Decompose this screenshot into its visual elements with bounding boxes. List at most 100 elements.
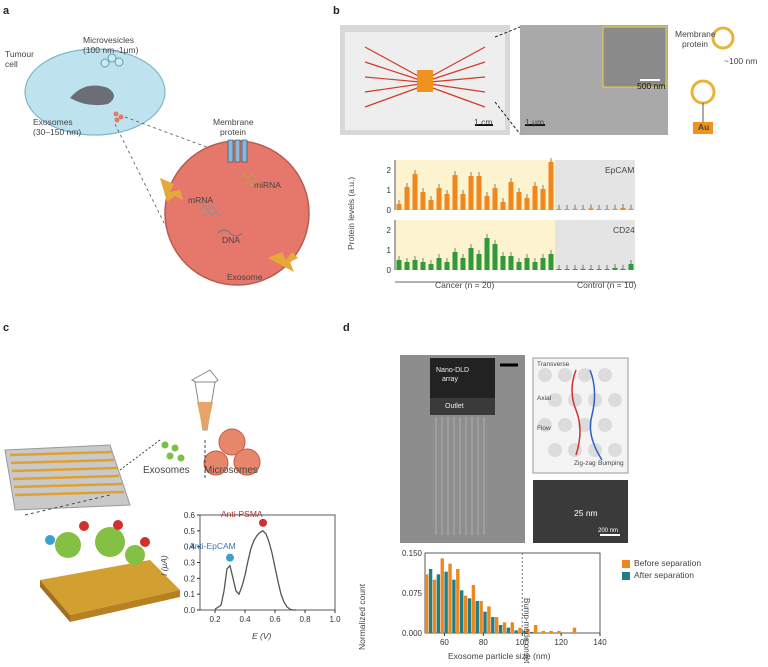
exosome-small: [114, 117, 120, 123]
legend-before: Before separation: [634, 558, 702, 568]
x-tick-label: 0.6: [269, 615, 281, 624]
epcam-marker: [226, 553, 234, 562]
exosomes-size: (30–150 nm): [33, 127, 82, 137]
bar-after: [522, 630, 526, 633]
membrane-label: Membrane: [213, 117, 254, 127]
y-tick-label: 1: [387, 246, 392, 255]
panel-label-b: b: [333, 5, 340, 17]
exosomes-label: Exosomes: [33, 117, 73, 127]
bar-before: [557, 630, 561, 633]
bar: [532, 186, 538, 210]
bar: [500, 256, 506, 270]
bar: [412, 260, 418, 270]
bar: [556, 209, 562, 210]
au-label: Au: [698, 122, 710, 132]
d-xlabel: Exosome particle size (nm): [448, 651, 551, 661]
x-tick-label: 140: [593, 638, 607, 647]
cell-label: cell: [5, 59, 18, 69]
bar-before: [549, 630, 553, 633]
microvesicle: [107, 53, 117, 63]
microvesicles-size: (100 nm–1μm): [83, 45, 139, 55]
bar-before: [487, 606, 491, 633]
panel-label-d: d: [343, 322, 350, 334]
bar: [548, 254, 554, 270]
exosome-label: Exosome: [227, 272, 263, 282]
d-flow: Flow: [537, 425, 551, 432]
x-tick-label: 60: [440, 638, 449, 647]
plot-frame: [199, 514, 336, 611]
y-tick-label: 0.5: [184, 527, 196, 536]
bar-before: [510, 622, 514, 633]
d-scale-25nm: 25 nm: [574, 508, 598, 518]
microvesicle: [100, 58, 110, 68]
y-tick-label: 0: [387, 266, 392, 275]
c-anti-epcam: Anti-EpCAM: [189, 541, 236, 551]
current-curve: [214, 530, 296, 611]
scale-1um: 1 μm: [525, 117, 545, 127]
legend-after-swatch: [622, 572, 630, 580]
d-ylabel: Normalized count: [357, 583, 367, 650]
bar: [436, 188, 442, 210]
y-tick-label: 0.1: [184, 590, 196, 599]
bar: [612, 268, 618, 270]
bar: [484, 238, 490, 270]
protein-label: protein: [220, 127, 246, 137]
bar: [436, 258, 442, 270]
bar-after: [530, 631, 534, 633]
d-axial: Axial: [537, 395, 552, 402]
d-transverse: Transverse: [537, 361, 570, 368]
bar: [396, 260, 402, 270]
bar: [444, 194, 450, 210]
x-tick-label: 0.4: [239, 615, 251, 624]
d-onset: Bump-mode onset: [522, 598, 531, 664]
bar: [540, 189, 546, 210]
bar-after: [514, 630, 518, 633]
mirna-label: miRNA: [254, 180, 281, 190]
bar-before: [479, 601, 483, 633]
bar-after: [452, 579, 456, 633]
panel-label-a: a: [3, 5, 10, 17]
bar: [492, 244, 498, 270]
size-label: ~100 nm: [724, 56, 758, 66]
scale-500nm: 500 nm: [637, 81, 666, 91]
bar: [468, 248, 474, 270]
b-ylabel: Protein levels (a.u.): [346, 176, 356, 250]
bar: [396, 204, 402, 210]
x-tick-label: 1.0: [329, 615, 341, 624]
bar-after: [498, 625, 503, 633]
legend-before-swatch: [622, 560, 630, 568]
d-scale-200nm: 200 nm: [598, 528, 619, 534]
bar: [476, 176, 482, 210]
bar-before: [572, 627, 577, 633]
y-tick-label: 0: [387, 206, 392, 215]
bar: [612, 208, 618, 210]
d-nano-dld: Nano-DLD: [436, 367, 470, 374]
bar-before: [541, 630, 546, 633]
bar: [508, 182, 514, 210]
bar: [404, 262, 410, 270]
bar: [524, 258, 530, 270]
c-xlabel: E (V): [252, 631, 272, 641]
bar: [468, 176, 474, 210]
bar-before: [518, 627, 522, 633]
control-bg: [555, 160, 635, 210]
bar-before: [448, 563, 452, 633]
bar-before: [463, 595, 468, 633]
d-array: array: [442, 376, 458, 383]
tumour-label: Tumour: [5, 49, 34, 59]
y-tick-label: 0.075: [402, 589, 423, 598]
bar: [532, 262, 538, 270]
exosome-small: [113, 111, 119, 117]
bar-before: [495, 617, 499, 633]
panel-d-images: [400, 355, 629, 543]
bar: [564, 209, 570, 210]
x-tick-label: 100: [516, 638, 530, 647]
bar: [540, 258, 546, 270]
legend-after: After separation: [634, 570, 695, 580]
b-epcam: EpCAM: [605, 165, 635, 175]
b-cd24: CD24: [613, 225, 635, 235]
bar-after: [460, 590, 464, 633]
